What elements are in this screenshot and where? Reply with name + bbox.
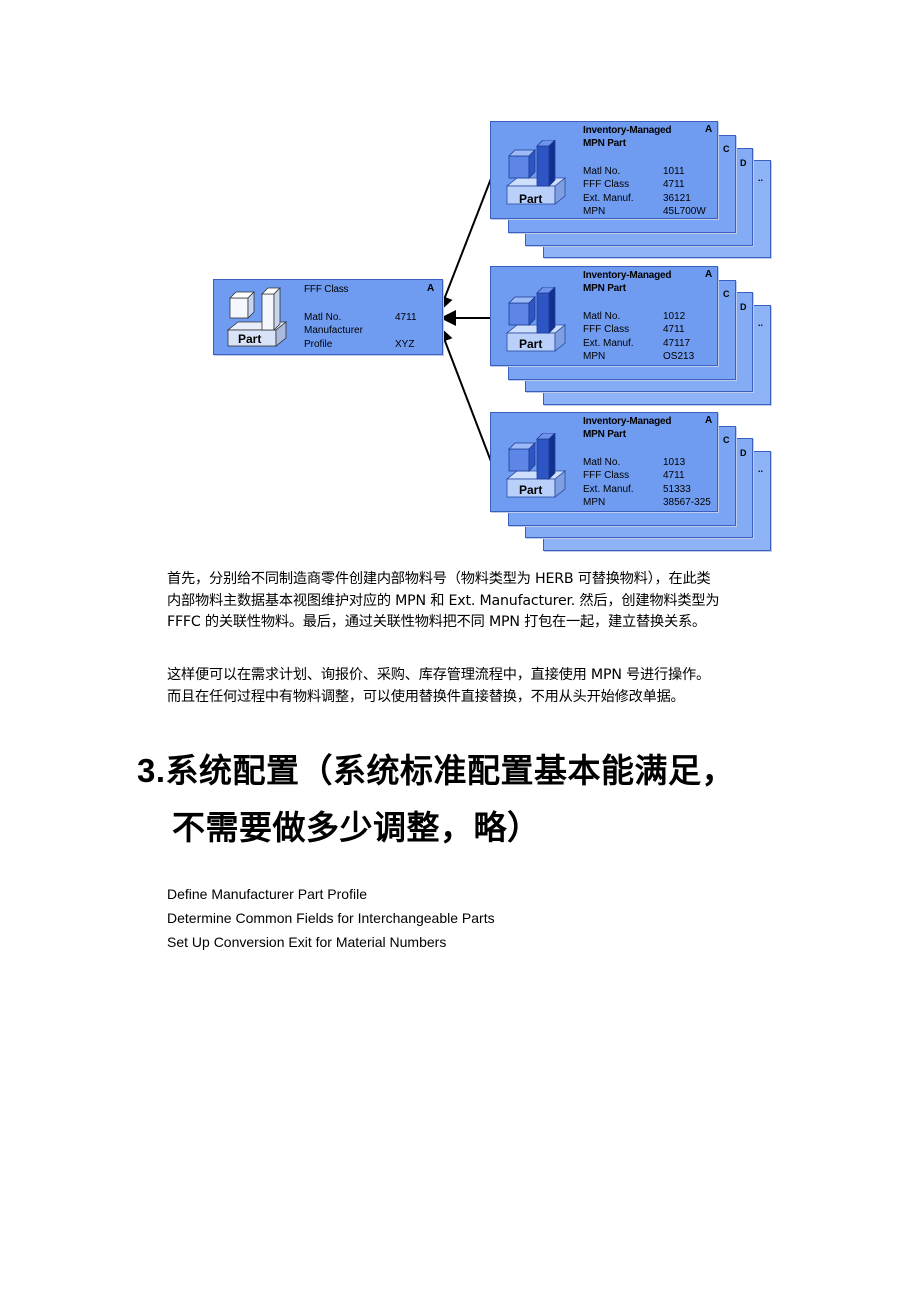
field-value: 51333 xyxy=(663,484,691,495)
heading-line1: 系统配置（系统标准配置基本能满足， xyxy=(165,751,736,790)
field-value: 4711 xyxy=(395,312,417,323)
field-value: 47117 xyxy=(663,338,691,349)
stack-letter-d: D xyxy=(740,302,747,312)
field-value: 36121 xyxy=(663,193,691,204)
field-value: XYZ xyxy=(395,339,415,350)
card-title-line1: Inventory-Managed xyxy=(583,125,672,136)
part-bars-icon xyxy=(505,287,567,352)
field-label: Matl No. xyxy=(583,457,621,468)
field-label: Ext. Manuf. xyxy=(583,193,634,204)
field-label: Matl No. xyxy=(583,311,621,322)
paragraph-line: 首先，分别给不同制造商零件创建内部物料号（物料类型为 HERB 可替换物料），在… xyxy=(167,571,711,587)
part-label: Part xyxy=(519,337,543,351)
field-label: FFF Class xyxy=(583,324,630,335)
arrows xyxy=(437,175,493,465)
field-value: 4711 xyxy=(663,324,685,335)
section-heading: 3.系统配置（系统标准配置基本能满足， xyxy=(137,744,735,798)
section-number: 3. xyxy=(137,752,166,789)
stack-letter-d: D xyxy=(740,448,747,458)
stack-letter-more: .. xyxy=(758,464,764,474)
card-letter: A xyxy=(427,283,435,294)
card-title-line2: MPN Part xyxy=(583,138,626,149)
part-label: Part xyxy=(519,192,543,206)
field-label: FFF Class xyxy=(583,470,630,481)
card-letter: A xyxy=(705,124,713,135)
stack-letter-c: C xyxy=(723,289,730,299)
field-label: Profile xyxy=(304,339,333,350)
card-title: FFF Class xyxy=(304,284,349,295)
config-item: Define Manufacturer Part Profile xyxy=(167,886,367,902)
card-title-line1: Inventory-Managed xyxy=(583,416,672,427)
part-bars-icon xyxy=(505,433,567,498)
part-bars-icon xyxy=(505,140,567,205)
field-value: 38567-325 xyxy=(663,497,711,508)
card-letter: A xyxy=(705,415,713,426)
field-value: 1012 xyxy=(663,311,686,322)
part-label: Part xyxy=(238,332,262,346)
field-label: FFF Class xyxy=(583,179,630,190)
field-value: 1011 xyxy=(663,166,685,177)
config-item: Set Up Conversion Exit for Material Numb… xyxy=(167,934,447,950)
card-title-line2: MPN Part xyxy=(583,429,626,440)
fff-class-card: Part FFF Class A Matl No. 4711 Manufactu… xyxy=(213,279,443,355)
card-title-line2: MPN Part xyxy=(583,283,626,294)
stack-letter-d: D xyxy=(740,158,747,168)
stack-letter-c: C xyxy=(723,435,730,445)
field-value: 45L700W xyxy=(663,206,706,217)
field-label: Matl No. xyxy=(304,312,342,323)
mpn-card: Part Inventory-Managed MPN Part A Matl N… xyxy=(490,121,718,219)
mpn-card: Part Inventory-Managed MPN Part A Matl N… xyxy=(490,412,718,512)
field-label: Matl No. xyxy=(583,166,621,177)
field-label: Ext. Manuf. xyxy=(583,484,634,495)
part-label: Part xyxy=(519,483,543,497)
field-label: Manufacturer xyxy=(304,325,363,336)
paragraph-line: FFFC 的关联性物料。最后，通过关联性物料把不同 MPN 打包在一起，建立替换… xyxy=(167,614,706,630)
paragraph-line: 内部物料主数据基本视图维护对应的 MPN 和 Ext. Manufacturer… xyxy=(167,592,720,609)
field-label: Ext. Manuf. xyxy=(583,338,634,349)
card-title-line1: Inventory-Managed xyxy=(583,270,672,281)
mpn-card: Part Inventory-Managed MPN Part A Matl N… xyxy=(490,266,718,366)
stack-letter-c: C xyxy=(723,144,730,154)
paragraph-line: 而且在任何过程中有物料调整，可以使用替换件直接替换，不用从头开始修改单据。 xyxy=(167,688,685,705)
field-label: MPN xyxy=(583,206,606,217)
part-icon xyxy=(226,287,288,347)
config-item: Determine Common Fields for Interchangea… xyxy=(167,910,495,926)
field-label: MPN xyxy=(583,351,606,362)
mpn-diagram: Part FFF Class A Matl No. 4711 Manufactu… xyxy=(0,0,920,560)
field-value: 1013 xyxy=(663,457,686,468)
field-value: 4711 xyxy=(663,179,685,190)
heading-line2: 不需要做多少调整，略） xyxy=(172,808,541,847)
paragraph-1: 首先，分别给不同制造商零件创建内部物料号（物料类型为 HERB 可替换物料），在… xyxy=(167,569,807,634)
paragraph-2: 这样便可以在需求计划、询报价、采购、库存管理流程中，直接使用 MPN 号进行操作… xyxy=(167,665,807,708)
card-letter: A xyxy=(705,269,713,280)
stack-letter-more: .. xyxy=(758,173,764,183)
field-value: 4711 xyxy=(663,470,685,481)
config-list: Define Manufacturer Part Profile Determi… xyxy=(167,882,495,954)
paragraph-line: 这样便可以在需求计划、询报价、采购、库存管理流程中，直接使用 MPN 号进行操作… xyxy=(167,667,710,683)
field-value: OS213 xyxy=(663,351,695,362)
arrow-top xyxy=(437,175,493,312)
stack-letter-more: .. xyxy=(758,318,764,328)
field-label: MPN xyxy=(583,497,606,508)
arrow-bottom xyxy=(437,326,493,465)
